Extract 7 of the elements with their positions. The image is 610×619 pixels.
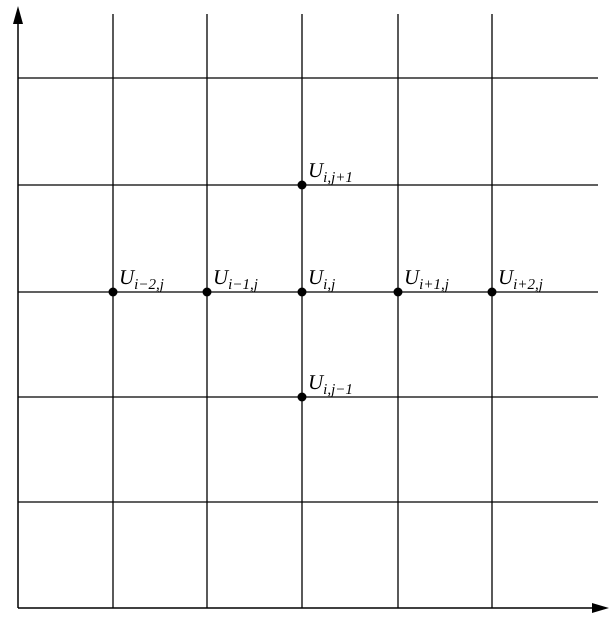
point-label: U$_{i−2,j}$ <box>119 267 164 294</box>
point-label: U$_{i−1,j}$ <box>213 267 258 294</box>
point-label: U$_{i+2,j}$ <box>498 267 543 294</box>
point-label: U$_{i,j}$ <box>308 267 336 294</box>
point-label: U$_{i,j+1}$ <box>308 160 353 186</box>
point-label: U$_{i+1,j}$ <box>404 267 449 294</box>
point-label: U$_{i,j−1}$ <box>308 372 353 398</box>
